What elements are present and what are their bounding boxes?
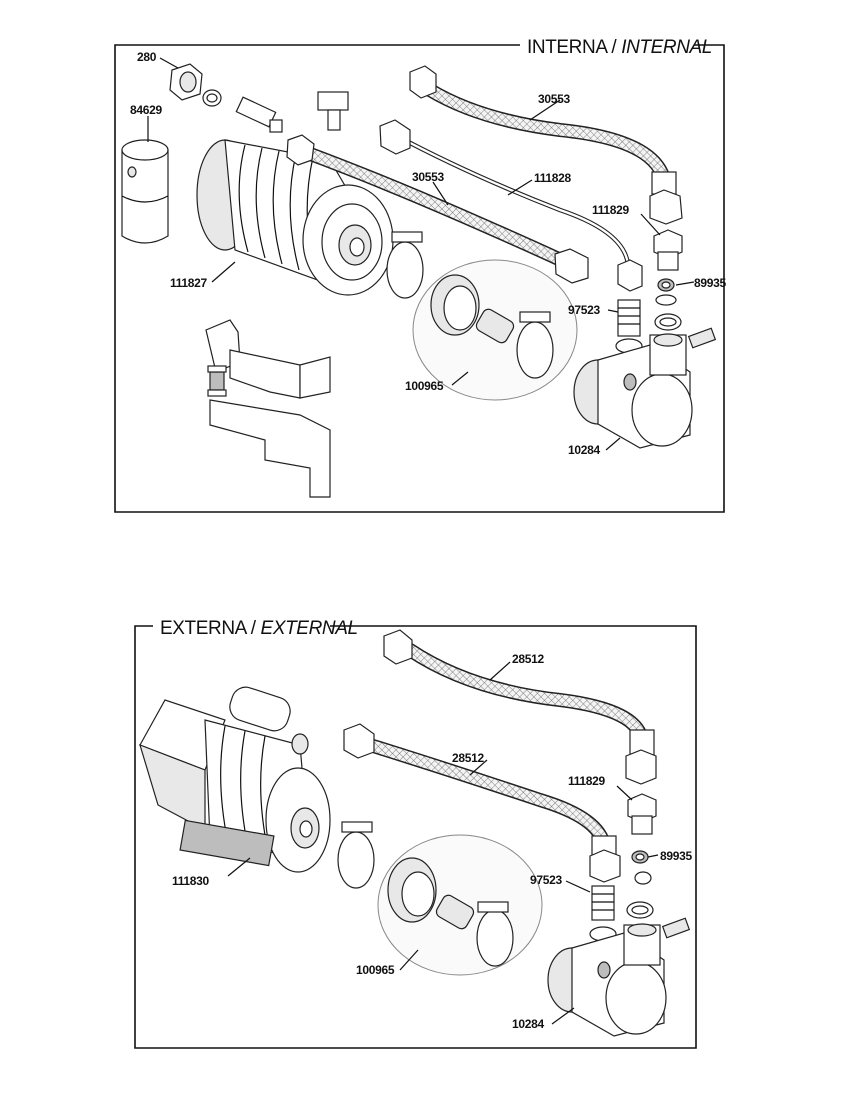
- washer-89935-ext: [631, 850, 652, 885]
- internal-section: INTERNA / INTERNAL: [114, 37, 727, 513]
- washer-89935: [655, 278, 677, 306]
- label-10284: 10284: [568, 443, 600, 457]
- label-100965: 100965: [405, 379, 444, 393]
- internal-frame: [114, 44, 725, 513]
- motor-111827: [196, 91, 394, 296]
- label-30553-top: 30553: [538, 92, 570, 106]
- pump-head-10284-ext: [547, 917, 691, 1037]
- nut-280: [169, 63, 222, 107]
- label-28512-mid: 28512: [452, 751, 484, 765]
- label-111828: 111828: [534, 171, 572, 185]
- external-title: EXTERNA / EXTERNAL: [160, 618, 358, 639]
- pump-head-10284: [573, 327, 717, 449]
- adapter-97523-ext: [589, 885, 654, 942]
- label-30553-mid: 30553: [412, 170, 444, 184]
- fitting-111829-ext: [627, 793, 657, 835]
- tube-111828: [379, 119, 643, 292]
- label-111827: 111827: [170, 276, 208, 290]
- adapter-97523: [615, 299, 682, 354]
- kit-100965: [386, 231, 578, 401]
- label-10284-ext: 10284: [512, 1017, 544, 1031]
- cap-84629: [121, 139, 169, 244]
- label-100965-ext: 100965: [356, 963, 395, 977]
- hose-30553-mid: [286, 134, 589, 284]
- label-111829-ext: 111829: [568, 774, 606, 788]
- kit-100965-ext: [337, 821, 543, 976]
- external-frame: [134, 625, 697, 1049]
- hose-28512-top: [383, 629, 657, 785]
- internal-leaders: [147, 57, 695, 451]
- label-111829: 111829: [592, 203, 630, 217]
- label-280: 280: [137, 50, 157, 64]
- label-28512-top: 28512: [512, 652, 544, 666]
- label-89935-ext: 89935: [660, 849, 692, 863]
- fitting-111829: [653, 229, 683, 271]
- label-97523-ext: 97523: [530, 873, 562, 887]
- external-section: EXTERNA / EXTERNAL: [134, 618, 697, 1049]
- label-89935: 89935: [694, 276, 726, 290]
- motor-111830: [139, 686, 331, 873]
- motor-bracket: [205, 319, 331, 498]
- internal-title: INTERNA / INTERNAL: [527, 37, 712, 58]
- label-111830: 111830: [172, 874, 210, 888]
- hose-28512-mid: [343, 723, 621, 883]
- label-97523: 97523: [568, 303, 600, 317]
- hose-30553-top: [409, 65, 683, 225]
- external-leaders: [227, 661, 659, 1025]
- label-84629: 84629: [130, 103, 162, 117]
